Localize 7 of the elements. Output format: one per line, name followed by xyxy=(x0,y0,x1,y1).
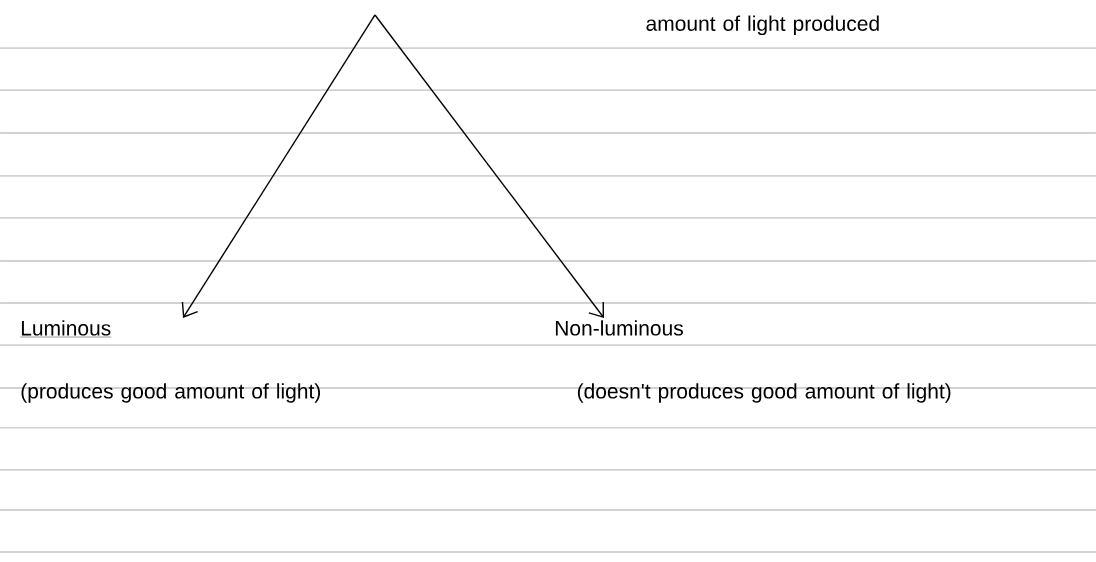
node-description: (produces good amount of light) xyxy=(21,383,320,403)
node-heading: Luminous xyxy=(20,320,112,338)
node-description: (doesn't produces good amount of light) xyxy=(577,383,951,403)
note-text: amount of light produced xyxy=(646,15,879,36)
arrow xyxy=(181,14,376,318)
node-heading: Non-luminous xyxy=(555,320,683,336)
arrow xyxy=(374,14,604,318)
